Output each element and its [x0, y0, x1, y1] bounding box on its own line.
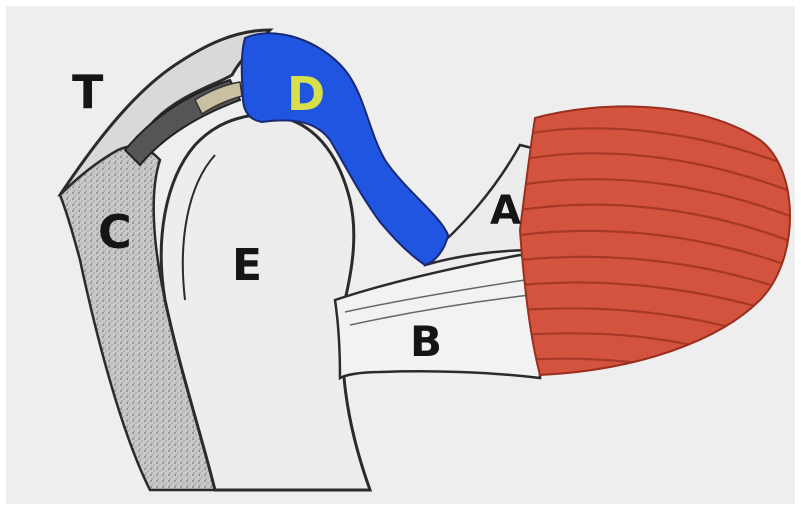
label-d: D — [287, 67, 325, 121]
label-c: C — [98, 205, 132, 259]
label-t: T — [72, 65, 104, 119]
muscle — [520, 106, 800, 385]
label-a: A — [490, 188, 521, 234]
label-e: E — [232, 240, 262, 291]
label-b: B — [410, 317, 442, 366]
